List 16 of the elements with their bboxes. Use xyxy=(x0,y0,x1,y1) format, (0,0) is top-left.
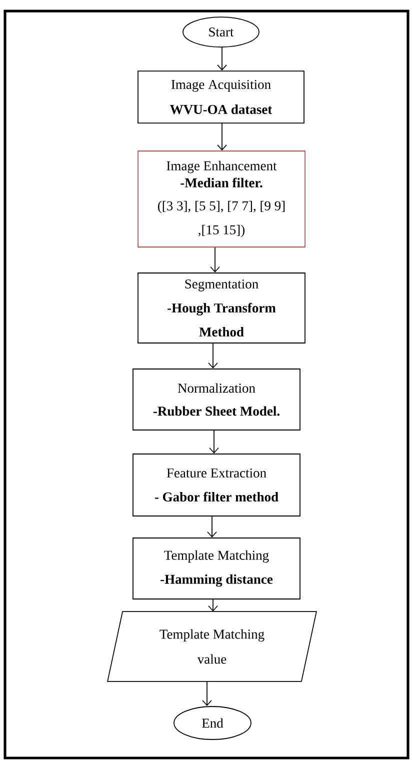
process-box: Segmentation -Hough Transform Method xyxy=(138,272,306,344)
process-box: Image Enhancement -Median filter. ([3 3], [5 5], [7 7], [9 9] ,[15 15]) xyxy=(138,150,306,248)
terminal-oval: Start xyxy=(182,16,260,48)
arrow xyxy=(217,47,227,71)
arrow xyxy=(202,681,212,706)
arrow xyxy=(208,343,218,369)
process-box: Image Acquisition WVU-OA dataset xyxy=(138,70,304,124)
arrow xyxy=(209,430,219,454)
arrow xyxy=(208,599,218,612)
process-box: Normalization -Rubber Sheet Model. xyxy=(132,368,300,430)
process-box: Feature Extraction - Gabor filter method xyxy=(132,454,300,516)
terminal-oval: End xyxy=(174,706,252,740)
arrow xyxy=(207,516,217,538)
process-box: Template Matching -Hamming distance xyxy=(132,538,300,600)
arrow xyxy=(210,247,220,273)
arrow xyxy=(217,123,227,151)
